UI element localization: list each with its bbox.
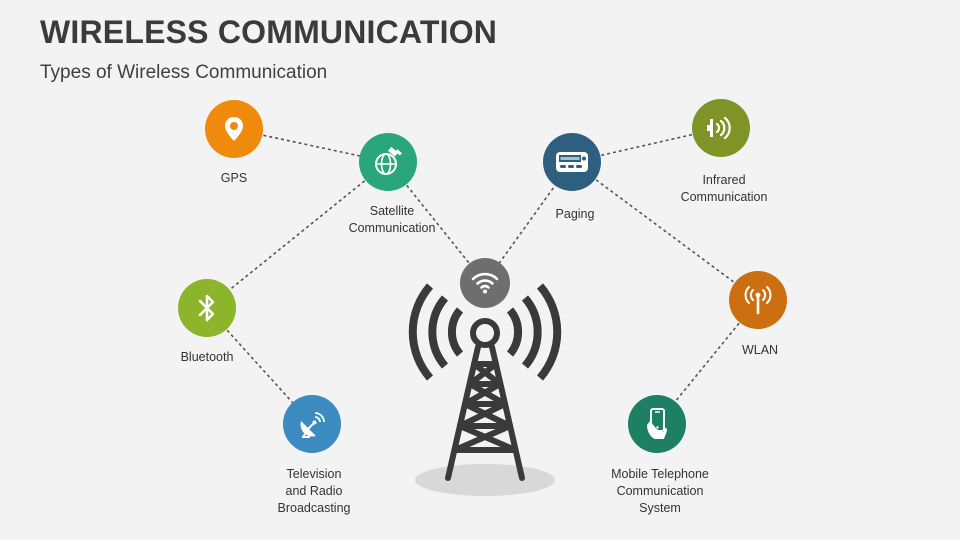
page-subtitle: Types of Wireless Communication — [40, 62, 328, 83]
wlan-label: WLAN — [741, 343, 779, 357]
connector-paging-wlan — [571, 161, 759, 301]
mobile-phone-icon — [647, 408, 667, 439]
gps-label: GPS — [220, 171, 248, 185]
paging-node — [543, 133, 601, 191]
wlan-node — [729, 271, 787, 329]
wifi-hub-node — [460, 258, 510, 308]
television-node — [283, 395, 341, 453]
radio-tower-icon — [445, 318, 525, 481]
connector-satellite-bluetooth — [206, 161, 389, 309]
infrared-signal-icon — [707, 116, 731, 140]
infrared-label: Infrared Communication — [680, 173, 768, 204]
satellite-label: Satellite Communication — [348, 204, 436, 235]
page-title: WIRELESS COMMUNICATION — [40, 14, 498, 50]
infrared-node — [692, 99, 750, 157]
satellite-dish-icon — [300, 412, 325, 438]
satellite-icon — [375, 146, 402, 175]
mobile-node — [628, 395, 686, 453]
antenna-icon — [744, 286, 772, 315]
bluetooth-node — [178, 279, 236, 337]
mobile-label: Mobile Telephone Communication System — [611, 467, 709, 515]
paging-label: Paging — [555, 207, 595, 221]
signal-waves-icon — [408, 283, 562, 381]
bluetooth-icon — [198, 294, 215, 322]
bluetooth-label: Bluetooth — [180, 350, 234, 364]
wifi-icon — [471, 272, 499, 294]
television-label: Television and Radio Broadcasting — [277, 467, 351, 515]
gps-node — [205, 100, 263, 158]
location-pin-icon — [225, 117, 243, 141]
satellite-node — [359, 133, 417, 191]
tower-shadow — [415, 464, 555, 496]
pager-icon — [556, 152, 588, 172]
